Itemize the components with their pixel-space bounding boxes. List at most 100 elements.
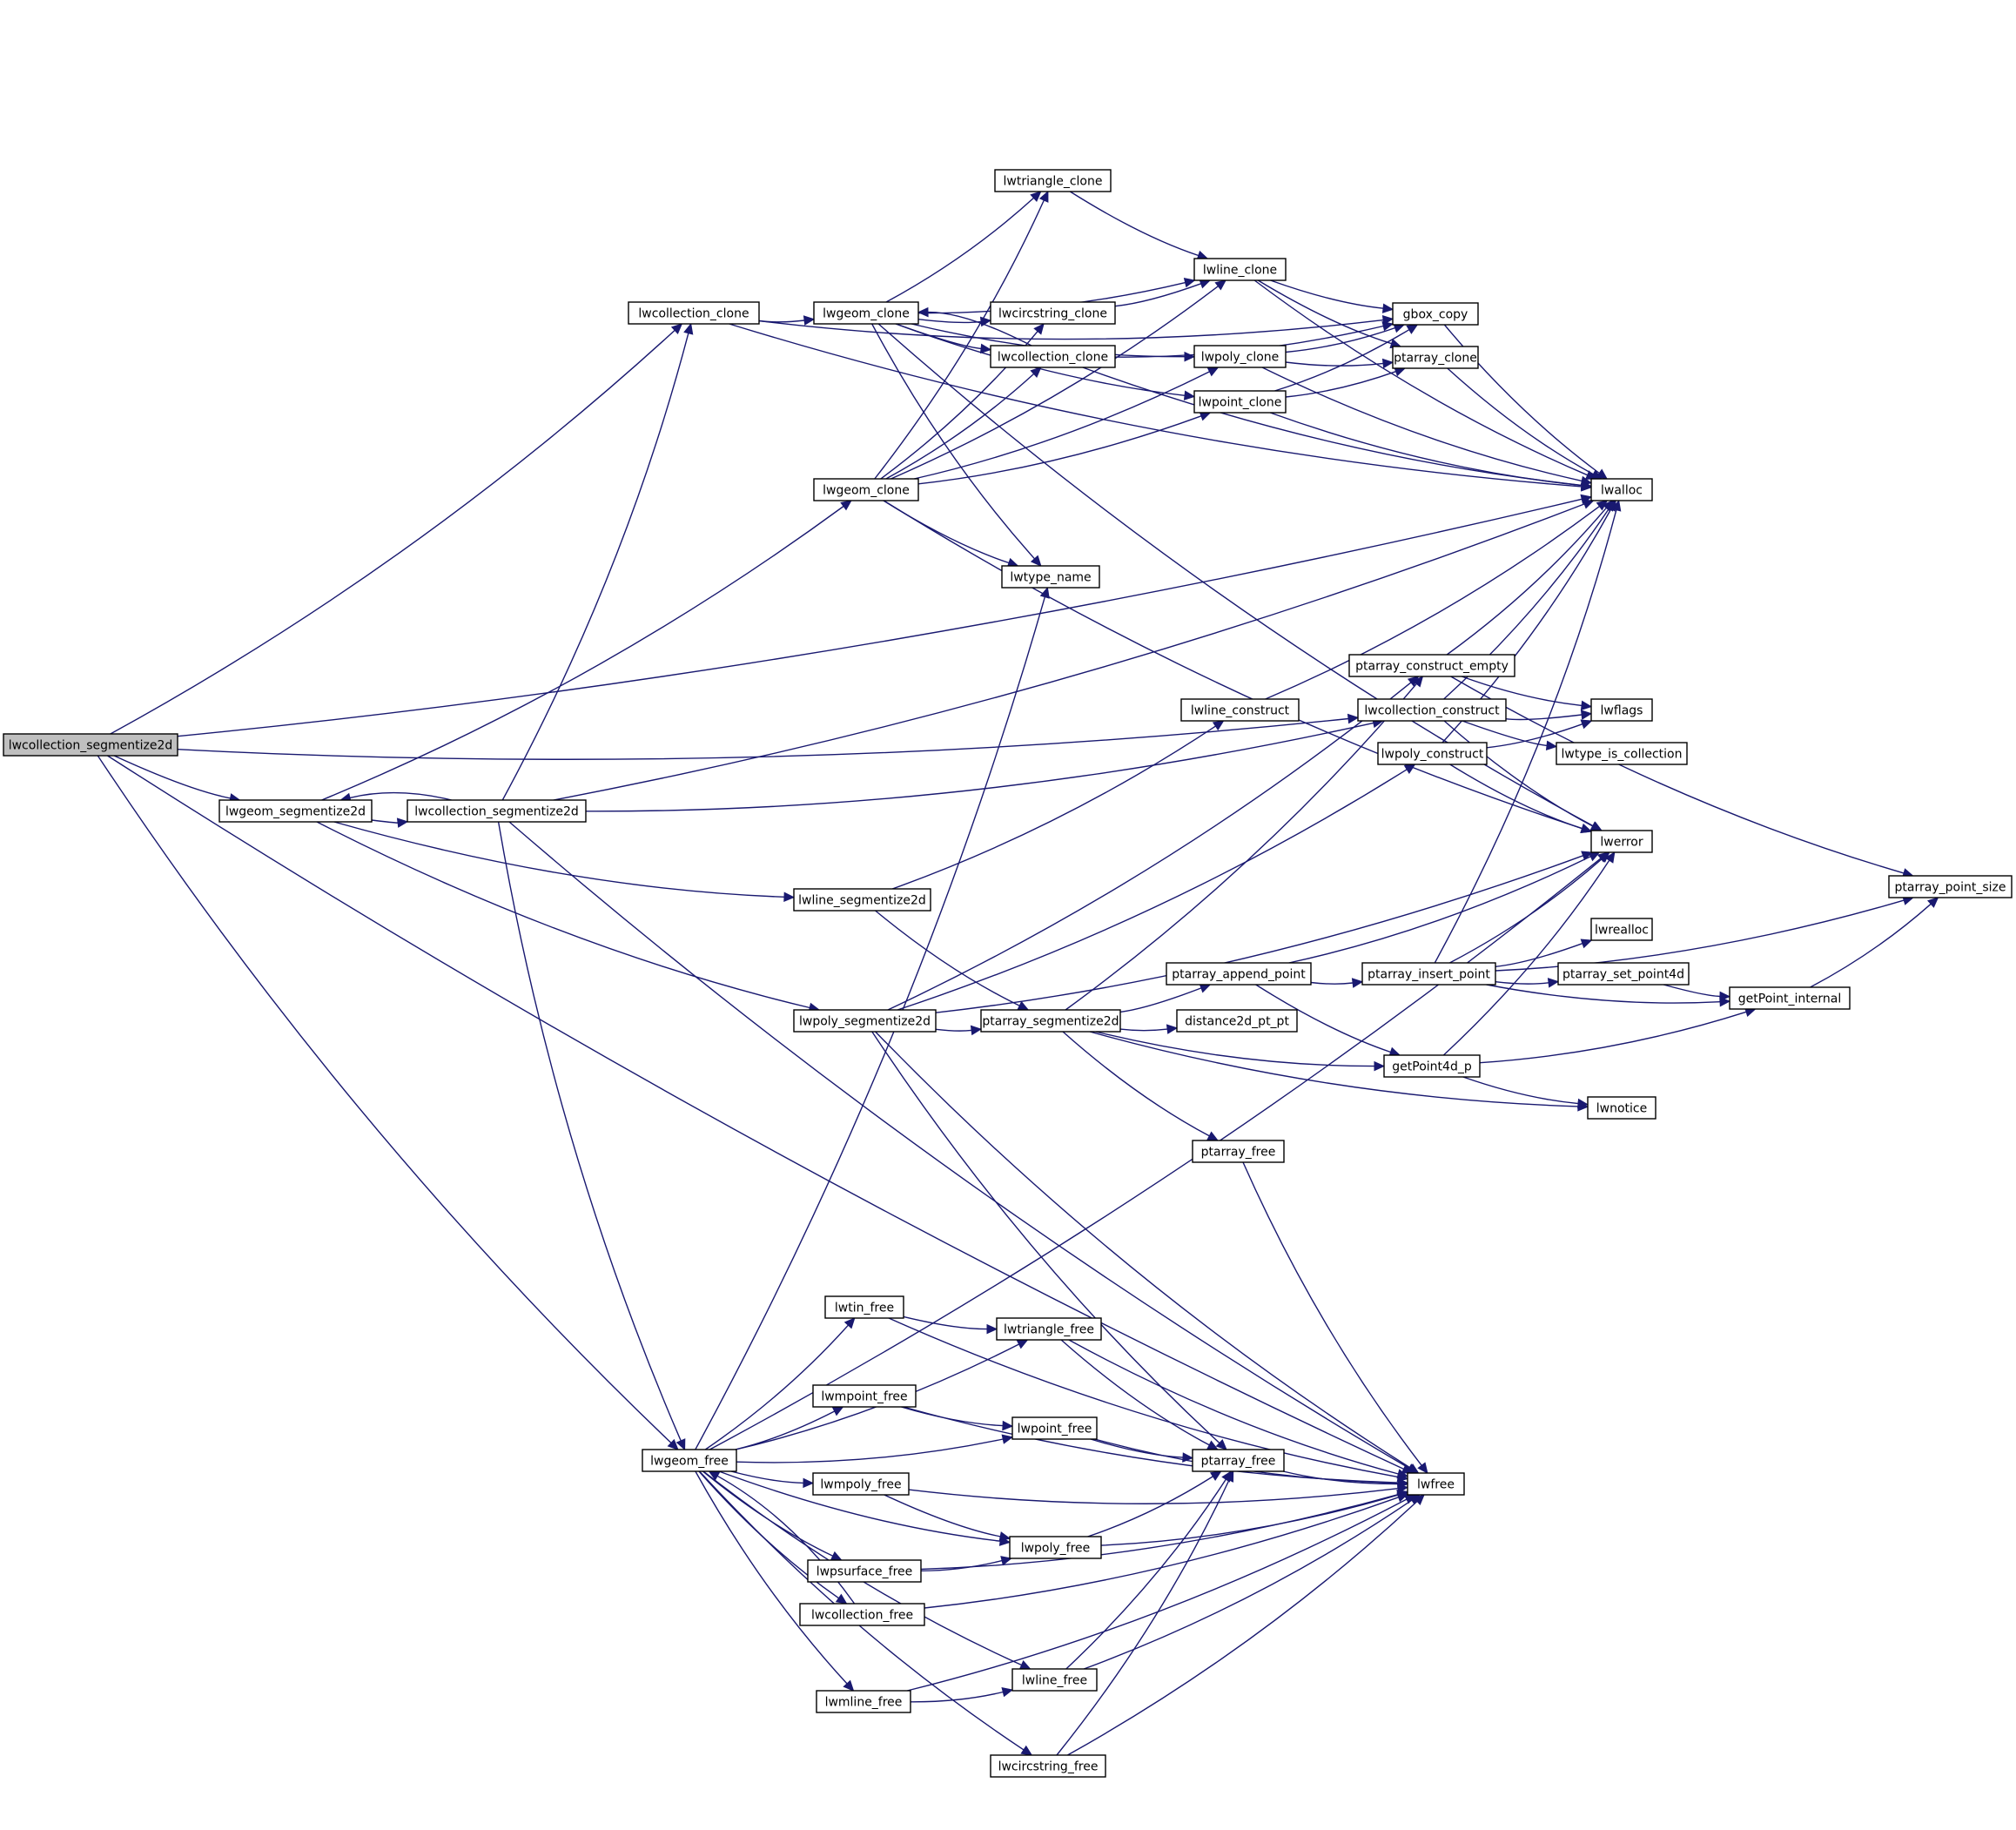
node-lwtype-name[interactable]: lwtype_name [1001,565,1100,589]
node-box [1590,698,1653,722]
edge-arrowhead [1580,700,1593,711]
node-ptarray-clone[interactable]: ptarray_clone [1392,346,1479,369]
node-lwpoly-construct[interactable]: lwpoly_construct [1377,742,1488,765]
node-lwcollection-clone[interactable]: lwcollection_clone [628,301,760,325]
node-lwline-clone[interactable]: lwline_clone [1193,258,1287,281]
node-label: lwpoly_construct [1381,748,1484,762]
edge-line [1505,714,1583,721]
edge-n3-n6 [885,367,1042,480]
edge-n0-n15 [177,713,1360,760]
node-lwpoint-clone[interactable]: lwpoint_clone [1193,390,1287,414]
edge-n35-n42 [1242,1161,1428,1474]
node-ptarray-point-size[interactable]: ptarray_point_size [1888,875,2013,898]
node-lwline-free[interactable]: lwline_free [1011,1668,1098,1692]
node-label: lwcollection_clone [998,351,1108,365]
node-lwtriangle-free[interactable]: lwtriangle_free [996,1317,1102,1341]
node-lwflags[interactable]: lwflags [1590,698,1653,722]
node-lwgeom-clone[interactable]: lwgeom_clone [813,301,919,325]
edge-n47-n42 [1083,1494,1421,1670]
edge-arrowhead [1002,1420,1014,1431]
node-lwgeom-segmentize2d[interactable]: lwgeom_segmentize2d [218,799,373,823]
node-lwtype-is-collection[interactable]: lwtype_is_collection [1556,742,1688,765]
node-label: lwmline_free [825,1696,903,1710]
node-lwnotice[interactable]: lwnotice [1587,1096,1656,1120]
node-lwerror[interactable]: lwerror [1590,830,1653,853]
node-getPoint4d-p[interactable]: getPoint4d_p [1383,1054,1481,1078]
node-lwpoly-segmentize2d[interactable]: lwpoly_segmentize2d [793,1009,937,1033]
node-lwcollection-segmentize2d[interactable]: lwcollection_segmentize2d [407,799,587,823]
node-box [1180,698,1300,722]
edge-line [1089,1031,1579,1107]
node-lwmpoly-free[interactable]: lwmpoly_free [812,1472,910,1496]
node-lwgeom-free[interactable]: lwgeom_free [642,1449,737,1472]
node-lwalloc[interactable]: lwalloc [1590,478,1653,501]
edge-arrowhead [683,322,694,335]
edge-arrowhead [396,817,409,828]
node-box [990,301,1116,325]
edge-n25-n35 [1062,1031,1220,1141]
node-ptarray-construct-empty[interactable]: ptarray_construct_empty [1348,654,1515,677]
edge-n14-n18 [1462,676,1593,711]
edge-arrowhead [1577,1098,1589,1109]
node-gbox-copy[interactable]: gbox_copy [1392,302,1479,326]
edge-line [1274,329,1410,392]
edge-line [890,286,1219,480]
edge-line [110,329,675,735]
edge-line [920,1493,1399,1571]
node-box [1348,654,1515,677]
node-ptarray-free[interactable]: ptarray_free [1192,1140,1285,1163]
edge-n27-n29 [1495,978,1560,988]
node-ptarray-free[interactable]: ptarray_free [1192,1449,1285,1472]
node-lwrealloc[interactable]: lwrealloc [1590,918,1653,941]
node-lwcollection-construct[interactable]: lwcollection_construct [1357,698,1507,722]
node-lwcollection-segmentize2d[interactable]: lwcollection_segmentize2d [3,733,178,757]
edge-arrowhead [667,1438,679,1450]
edge-n24-n14 [887,676,1420,1011]
node-lwcircstring-free[interactable]: lwcircstring_free [990,1754,1106,1778]
node-lwline-construct[interactable]: lwline_construct [1180,698,1300,722]
node-box [1009,1536,1102,1559]
node-lwline-segmentize2d[interactable]: lwline_segmentize2d [793,888,931,912]
node-box [1193,345,1287,368]
edge-line [349,791,452,801]
node-box [628,301,760,325]
node-box [1176,1009,1298,1033]
edge-line [1255,984,1391,1053]
node-lwfree[interactable]: lwfree [1407,1472,1465,1496]
node-getPoint-internal[interactable]: getPoint_internal [1729,986,1851,1010]
node-lwgeom-clone[interactable]: lwgeom_clone [813,478,919,501]
edge-arrowhead [1214,279,1227,291]
node-lwmpoint-free[interactable]: lwmpoint_free [812,1384,917,1408]
node-ptarray-append-point[interactable]: ptarray_append_point [1166,962,1312,986]
node-lwtin-free[interactable]: lwtin_free [824,1295,904,1319]
node-lwcollection-free[interactable]: lwcollection_free [799,1603,925,1626]
edge-n21-n24 [316,821,821,1013]
node-ptarray-insert-point[interactable]: ptarray_insert_point [1361,962,1496,986]
node-lwpoint-free[interactable]: lwpoint_free [1011,1416,1098,1440]
node-lwcircstring-clone[interactable]: lwcircstring_clone [990,301,1116,325]
edge-arrowhead [1016,1339,1029,1349]
edge-n0-n42 [107,755,1414,1474]
edge-line [871,1031,1220,1444]
node-lwpoly-clone[interactable]: lwpoly_clone [1193,345,1287,368]
node-label: lwline_free [1022,1674,1087,1688]
node-lwcollection-clone[interactable]: lwcollection_clone [990,345,1116,368]
node-box [990,1754,1106,1778]
node-ptarray-segmentize2d[interactable]: ptarray_segmentize2d [980,1009,1121,1033]
edge-n36-n48 [695,1470,855,1692]
node-lwpsurface-free[interactable]: lwpsurface_free [807,1559,922,1583]
node-label: ptarray_insert_point [1368,968,1490,982]
edge-line [1442,859,1610,1056]
node-ptarray-set-point4d[interactable]: ptarray_set_point4d [1557,962,1690,986]
edge-n44-n42 [1100,1490,1409,1546]
node-lwtriangle-clone[interactable]: lwtriangle_clone [994,169,1112,192]
node-distance2d-pt-pt[interactable]: distance2d_pt_pt [1176,1009,1298,1033]
node-lwmline-free[interactable]: lwmline_free [816,1690,911,1713]
edge-line [920,1559,1003,1571]
edge-line [885,373,1035,480]
edge-line [935,855,1583,1013]
edge-line [735,1410,836,1450]
edge-arrowhead [1719,991,1731,1002]
node-lwpoly-free[interactable]: lwpoly_free [1009,1536,1102,1559]
edge-n25-n14 [1065,676,1424,1011]
